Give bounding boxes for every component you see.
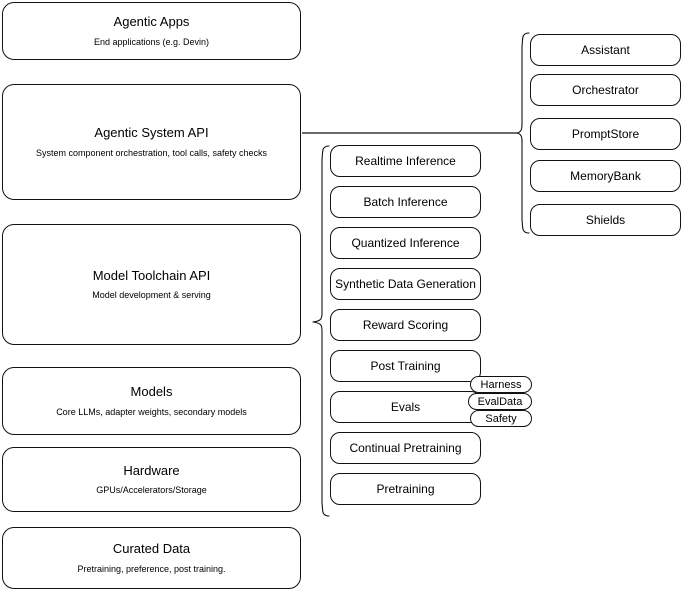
layer-title: Agentic System API xyxy=(94,125,209,141)
layer-title: Model Toolchain API xyxy=(92,267,211,283)
system-item-label: Shields xyxy=(585,212,626,227)
system-item-promptstore[interactable]: PromptStore xyxy=(530,118,681,150)
toolchain-item-label: Pretraining xyxy=(376,481,435,496)
layer-title: Agentic Apps xyxy=(113,14,190,30)
layer-title: Hardware xyxy=(123,462,180,478)
toolchain-item-label: Quantized Inference xyxy=(351,235,460,250)
system-components-brace xyxy=(516,32,530,234)
layer-card-models[interactable]: Models Core LLMs, adapter weights, secon… xyxy=(2,367,301,435)
toolchain-item-quantized-inference[interactable]: Quantized Inference xyxy=(330,227,481,259)
eval-pill-label: Harness xyxy=(480,378,522,391)
system-item-memorybank[interactable]: MemoryBank xyxy=(530,160,681,192)
toolchain-item-reward-scoring[interactable]: Reward Scoring xyxy=(330,309,481,341)
toolchain-item-label: Post Training xyxy=(370,358,441,373)
layer-subtitle: System component orchestration, tool cal… xyxy=(35,147,268,158)
toolchain-item-continual-pretraining[interactable]: Continual Pretraining xyxy=(330,432,481,464)
layer-card-model-toolchain-api[interactable]: Model Toolchain API Model development & … xyxy=(2,224,301,345)
toolchain-item-synthetic-data-generation[interactable]: Synthetic Data Generation xyxy=(330,268,481,300)
eval-pill-evaldata[interactable]: EvalData xyxy=(468,393,532,410)
system-item-orchestrator[interactable]: Orchestrator xyxy=(530,74,681,106)
toolchain-item-evals[interactable]: Evals xyxy=(330,391,481,423)
toolchain-item-pretraining[interactable]: Pretraining xyxy=(330,473,481,505)
layer-card-agentic-apps[interactable]: Agentic Apps End applications (e.g. Devi… xyxy=(2,2,301,60)
toolchain-item-label: Synthetic Data Generation xyxy=(335,276,476,291)
toolchain-item-label: Reward Scoring xyxy=(362,317,449,332)
toolchain-item-label: Continual Pretraining xyxy=(349,440,462,455)
toolchain-item-label: Batch Inference xyxy=(363,194,448,209)
system-item-label: Assistant xyxy=(581,42,630,57)
eval-pill-safety[interactable]: Safety xyxy=(470,410,532,427)
layer-subtitle: GPUs/Accelerators/Storage xyxy=(96,485,207,495)
layer-card-hardware[interactable]: Hardware GPUs/Accelerators/Storage xyxy=(2,447,301,512)
toolchain-item-post-training[interactable]: Post Training xyxy=(330,350,481,382)
toolchain-item-realtime-inference[interactable]: Realtime Inference xyxy=(330,145,481,177)
toolchain-item-label: Realtime Inference xyxy=(355,153,456,168)
toolchain-components-brace xyxy=(312,145,330,517)
system-item-label: Orchestrator xyxy=(572,82,639,97)
system-item-assistant[interactable]: Assistant xyxy=(530,34,681,66)
layer-subtitle: End applications (e.g. Devin) xyxy=(93,36,210,47)
layer-title: Curated Data xyxy=(112,541,191,557)
layer-title: Models xyxy=(130,384,173,400)
layer-card-curated-data[interactable]: Curated Data Pretraining, preference, po… xyxy=(2,527,301,589)
layer-subtitle: Model development & serving xyxy=(92,290,211,300)
layer-subtitle: Core LLMs, adapter weights, secondary mo… xyxy=(56,406,247,417)
layer-subtitle: Pretraining, preference, post training. xyxy=(77,563,226,574)
eval-pill-label: Safety xyxy=(485,412,517,425)
layer-card-agentic-system-api[interactable]: Agentic System API System component orch… xyxy=(2,84,301,200)
system-item-label: PromptStore xyxy=(571,126,640,141)
eval-pill-label: EvalData xyxy=(477,395,523,408)
system-item-shields[interactable]: Shields xyxy=(530,204,681,236)
toolchain-item-batch-inference[interactable]: Batch Inference xyxy=(330,186,481,218)
toolchain-item-label: Evals xyxy=(390,399,421,414)
eval-pill-harness[interactable]: Harness xyxy=(470,376,532,393)
system-item-label: MemoryBank xyxy=(570,168,641,183)
